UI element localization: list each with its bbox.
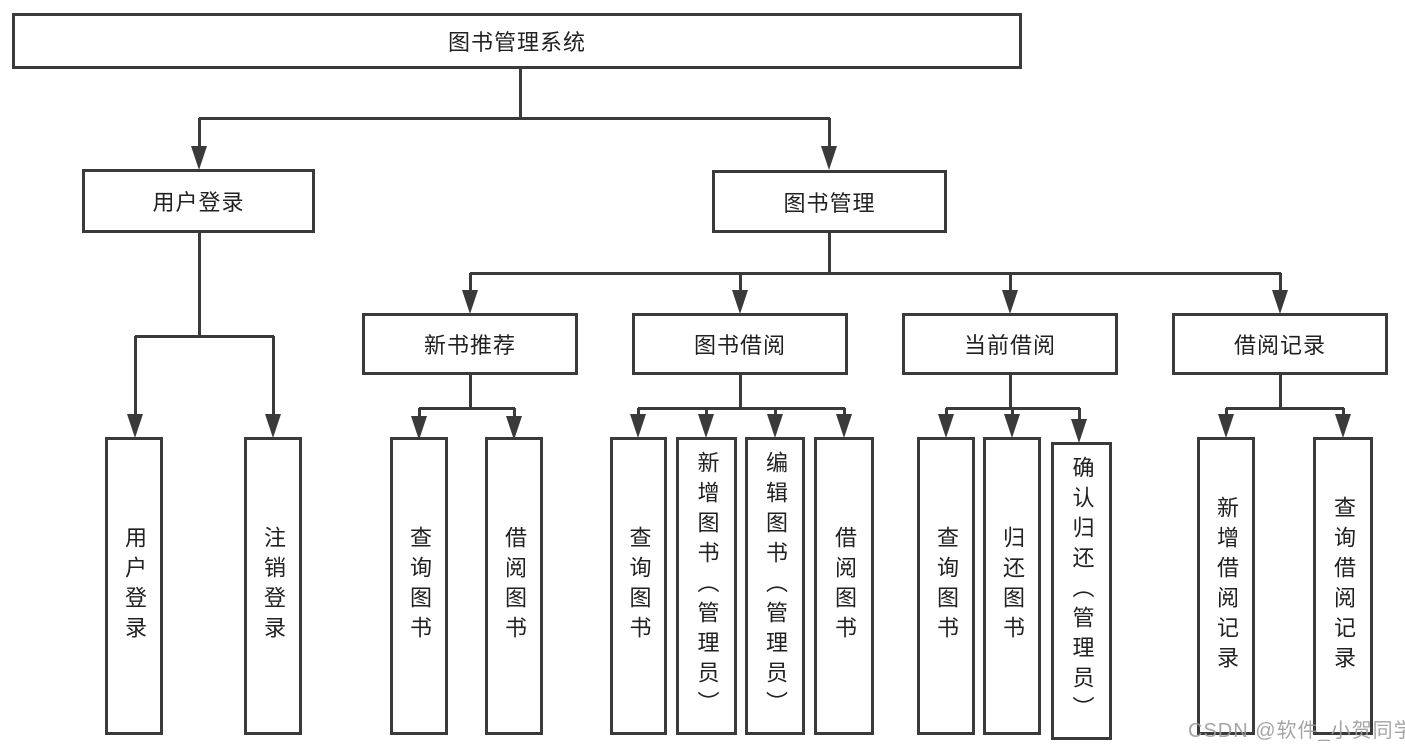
connector-hline xyxy=(946,407,1080,410)
node-add-books-admin: 新增图书（管理员） xyxy=(676,437,737,735)
node-label-book-borrowing: 图书借阅 xyxy=(693,333,786,358)
node-label-confirm-return-admin: 确认归还（管理员） xyxy=(1069,456,1095,726)
connector-vline xyxy=(828,233,831,275)
node-label-query-borrow-record: 查询借阅记录 xyxy=(1331,496,1356,676)
connector-vline xyxy=(637,408,640,419)
node-label-borrow-books-1: 借阅图书 xyxy=(502,526,527,646)
arrow-down-icon xyxy=(630,414,646,438)
connector-vline xyxy=(739,375,742,410)
node-borrowing-records: 借阅记录 xyxy=(1172,313,1388,375)
node-borrow-books-2: 借阅图书 xyxy=(814,437,874,735)
arrow-down-icon xyxy=(1004,414,1020,438)
connector-vline xyxy=(198,118,201,150)
arrow-down-icon xyxy=(265,414,281,438)
node-current-borrowing: 当前借阅 xyxy=(902,313,1118,375)
node-label-add-books-admin: 新增图书（管理员） xyxy=(694,451,720,721)
connector-vline xyxy=(739,273,742,294)
connector-hline xyxy=(1226,407,1344,410)
node-label-new-book-recommend: 新书推荐 xyxy=(423,333,516,358)
node-label-return-books: 归还图书 xyxy=(1000,526,1025,646)
connector-vline xyxy=(1279,375,1282,410)
connector-hline xyxy=(470,272,1281,275)
arrow-down-icon xyxy=(1218,414,1234,438)
csdn-watermark: CSDN @软件_小贺同学 xyxy=(1188,720,1405,742)
arrow-down-icon xyxy=(1002,290,1018,314)
connector-vline xyxy=(774,408,777,419)
node-logout: 注销登录 xyxy=(244,437,302,735)
connector-vline xyxy=(469,273,472,294)
arrow-down-icon xyxy=(836,414,852,438)
connector-vline xyxy=(272,336,275,417)
node-label-user-login: 用户登录 xyxy=(152,190,245,215)
node-query-borrow-record: 查询借阅记录 xyxy=(1313,437,1373,735)
node-label-root: 图书管理系统 xyxy=(447,30,586,55)
arrow-down-icon xyxy=(1272,290,1288,314)
connector-vline xyxy=(945,408,948,419)
arrow-down-icon xyxy=(506,416,522,440)
connector-vline xyxy=(134,336,137,417)
node-label-current-borrowing: 当前借阅 xyxy=(963,333,1056,358)
node-label-add-borrow-record: 新增借阅记录 xyxy=(1214,496,1239,676)
connector-vline xyxy=(1078,408,1081,424)
node-new-book-recommend: 新书推荐 xyxy=(362,313,578,375)
connector-vline xyxy=(513,408,516,421)
connector-vline xyxy=(1009,375,1012,410)
connector-vline xyxy=(1342,408,1345,419)
node-user-login-leaf: 用户登录 xyxy=(105,437,163,735)
arrow-down-icon xyxy=(1335,414,1351,438)
node-query-books-1: 查询图书 xyxy=(390,437,448,735)
arrow-down-icon xyxy=(938,414,954,438)
connector-vline xyxy=(418,408,421,421)
arrow-down-icon xyxy=(698,414,714,438)
node-label-logout: 注销登录 xyxy=(261,526,286,646)
node-label-query-books-2: 查询图书 xyxy=(626,526,652,646)
connector-hline xyxy=(419,407,515,410)
node-user-login: 用户登录 xyxy=(82,169,315,233)
connector-vline xyxy=(469,375,472,410)
arrow-down-icon xyxy=(191,146,207,170)
connector-vline xyxy=(1279,273,1282,294)
connector-vline xyxy=(1225,408,1228,419)
connector-hline xyxy=(135,335,274,338)
arrow-down-icon xyxy=(821,146,837,170)
node-label-query-books-3: 查询图书 xyxy=(934,526,959,646)
node-confirm-return-admin: 确认归还（管理员） xyxy=(1051,442,1112,740)
node-add-borrow-record: 新增借阅记录 xyxy=(1197,437,1255,735)
node-label-book-management: 图书管理 xyxy=(783,190,876,216)
connector-vline xyxy=(1011,408,1014,419)
node-return-books: 归还图书 xyxy=(983,437,1041,735)
arrow-down-icon xyxy=(462,290,478,314)
arrow-down-icon xyxy=(732,290,748,314)
connector-vline xyxy=(705,408,708,419)
node-edit-books-admin: 编辑图书（管理员） xyxy=(745,437,805,735)
node-label-user-login-leaf: 用户登录 xyxy=(122,526,147,646)
node-query-books-2: 查询图书 xyxy=(610,437,667,735)
node-label-borrowing-records: 借阅记录 xyxy=(1233,333,1326,358)
node-label-edit-books-admin: 编辑图书（管理员） xyxy=(763,451,788,721)
arrow-down-icon xyxy=(411,416,427,440)
connector-vline xyxy=(843,408,846,419)
connector-vline xyxy=(519,68,522,120)
node-borrow-books-1: 借阅图书 xyxy=(485,437,543,735)
arrow-down-icon xyxy=(1071,419,1087,443)
connector-vline xyxy=(1009,273,1012,294)
node-book-borrowing: 图书借阅 xyxy=(632,313,848,375)
connector-hline xyxy=(199,117,830,120)
connector-hline xyxy=(638,407,845,410)
node-book-management: 图书管理 xyxy=(712,170,947,233)
arrow-down-icon xyxy=(127,414,143,438)
node-label-query-books-1: 查询图书 xyxy=(407,526,432,646)
node-query-books-3: 查询图书 xyxy=(917,437,975,735)
arrow-down-icon xyxy=(767,414,783,438)
node-label-borrow-books-2: 借阅图书 xyxy=(832,526,857,646)
connector-vline xyxy=(828,118,831,150)
connector-vline xyxy=(198,232,201,338)
node-root: 图书管理系统 xyxy=(12,13,1022,69)
